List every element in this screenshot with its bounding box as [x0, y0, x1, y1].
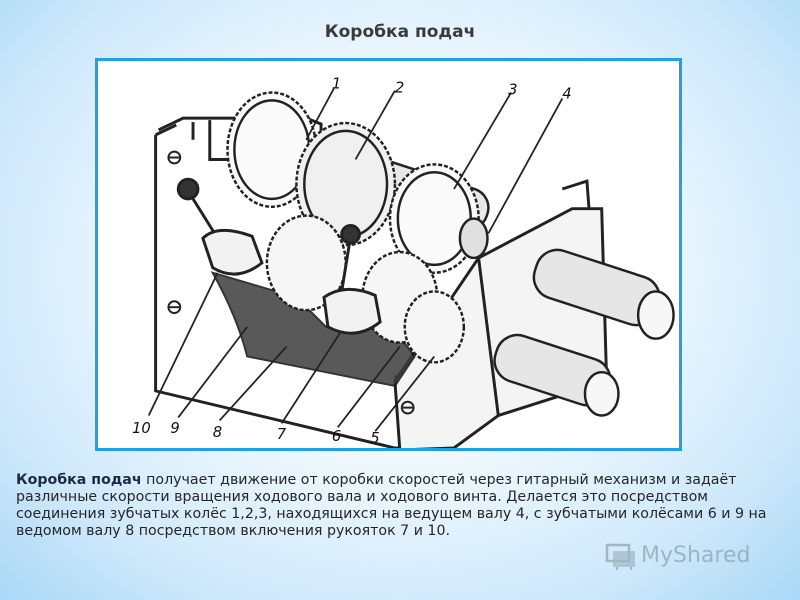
- callout-label: 2: [395, 80, 404, 97]
- callout-label: 9: [170, 420, 179, 437]
- mounting-screw-icon: [167, 150, 415, 415]
- leader-lines: [147, 88, 564, 432]
- driving-shaft-end: [458, 217, 489, 260]
- slide-title: Коробка подач: [324, 22, 476, 42]
- watermark-brand: MyShared: [641, 542, 751, 568]
- gear-3: [388, 163, 480, 274]
- callout-label: 6: [332, 428, 341, 445]
- callout-label: 3: [508, 81, 517, 98]
- output-shaft-lower: [493, 333, 620, 417]
- output-shaft-upper: [532, 248, 675, 340]
- caption-body: получает движение от коробки скоростей ч…: [16, 472, 767, 539]
- gearbox-figure: 1 2 3 4 10 9 8 7 6 5: [95, 58, 682, 451]
- callout-label: 10: [132, 420, 151, 437]
- callout-label: 4: [562, 85, 571, 102]
- caption-lead: Коробка подач: [16, 472, 142, 488]
- gear-2: [295, 121, 397, 247]
- callout-label: 8: [213, 424, 222, 441]
- watermark: MyShared: [605, 538, 750, 572]
- callout-label: 7: [277, 426, 287, 443]
- callout-label: 5: [370, 430, 379, 447]
- handle-10: [176, 177, 264, 276]
- gearbox-drawing: 1 2 3 4 10 9 8 7 6 5: [132, 76, 675, 448]
- handle-7: [322, 223, 382, 335]
- myshared-logo-icon: [605, 543, 635, 570]
- callout-label: 1: [332, 76, 341, 93]
- slide-caption: Коробка подач получает движение от короб…: [16, 472, 791, 540]
- callout-labels: 1 2 3 4 10 9 8 7 6 5: [132, 76, 572, 448]
